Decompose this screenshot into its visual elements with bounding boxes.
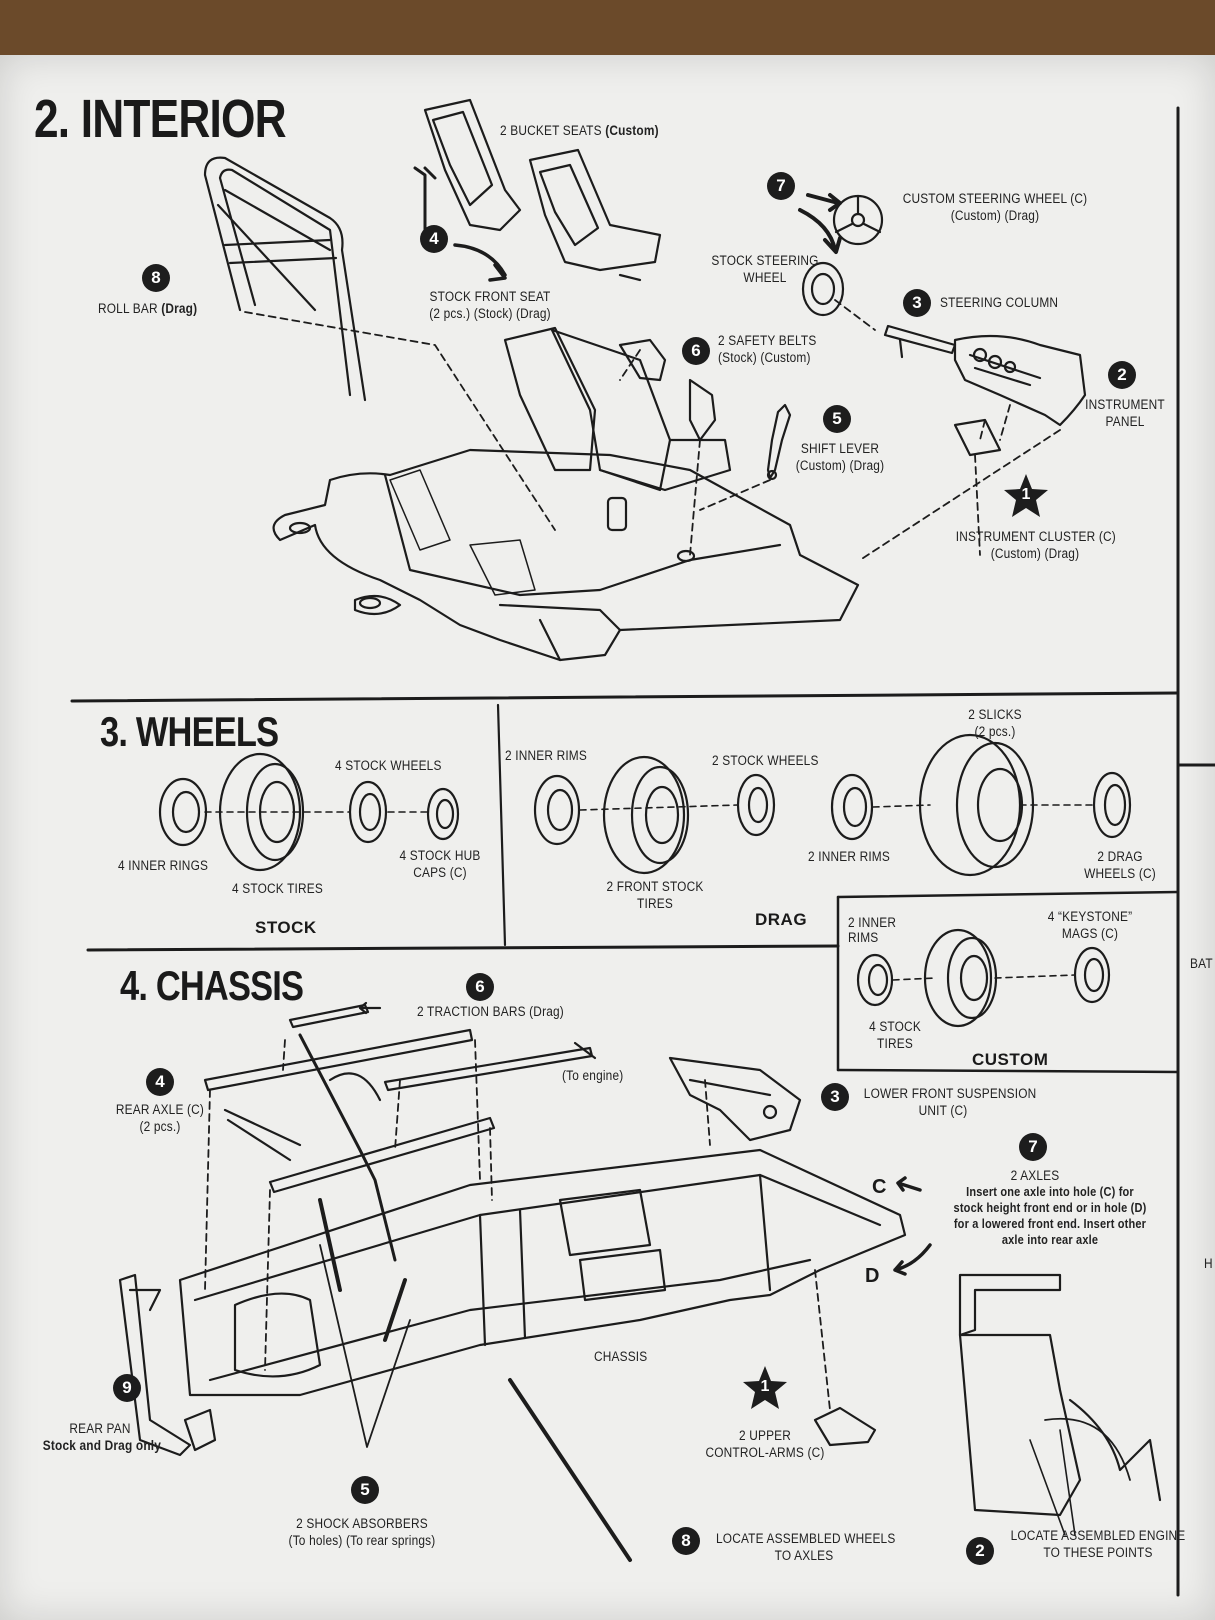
shift-lever-drawing bbox=[766, 403, 792, 481]
label-shift-lever: SHIFT LEVER(Custom) (Drag) bbox=[795, 441, 885, 473]
step-badge-shift-lever: 5 bbox=[823, 405, 851, 433]
label-stock-wheels: 4 STOCK WHEELS bbox=[335, 758, 442, 773]
label-drag-inner-rims-b: 2 INNER RIMS bbox=[808, 849, 890, 864]
steering-wheels-drawing bbox=[798, 193, 884, 317]
star-icon bbox=[1004, 474, 1048, 517]
label-inner-rings: 4 INNER RINGS bbox=[118, 858, 209, 873]
caption-custom: CUSTOM bbox=[972, 1050, 1049, 1069]
axles-instructions: Insert one axle into hole (C) for stock … bbox=[953, 1185, 1147, 1247]
label-instrument-cluster: INSTRUMENT CLUSTER (C)(Custom) (Drag) bbox=[955, 529, 1116, 561]
label-shock-absorbers: 2 SHOCK ABSORBERS(To holes) (To rear spr… bbox=[288, 1516, 436, 1548]
label-to-engine: (To engine) bbox=[562, 1068, 624, 1083]
step-badge-steering-column: 3 bbox=[903, 289, 931, 317]
step-badge-locate-engine: 2 bbox=[966, 1537, 994, 1565]
label-roll-bar: ROLL BAR (Drag) bbox=[98, 301, 198, 316]
front-seat-drawing bbox=[503, 326, 732, 492]
chassis-drawing bbox=[118, 1003, 1162, 1562]
caption-drag: DRAG bbox=[755, 910, 808, 929]
bucket-seats-drawing bbox=[413, 98, 662, 282]
section-title-interior: 2. INTERIOR bbox=[34, 89, 287, 149]
step-badge-shock-absorbers: 5 bbox=[351, 1476, 379, 1504]
label-drag-stock-wheels: 2 STOCK WHEELS bbox=[712, 753, 819, 768]
custom-wheels-drawing bbox=[856, 928, 1111, 1028]
label-custom-steering-wheel: CUSTOM STEERING WHEEL (C)(Custom) (Drag) bbox=[902, 191, 1088, 223]
caption-stock: STOCK bbox=[255, 918, 317, 937]
interior-tub-drawing bbox=[272, 448, 860, 662]
step-badge-roll-bar: 8 bbox=[142, 264, 170, 292]
roll-bar-drawing bbox=[203, 156, 367, 402]
step-badge-traction-bars: 6 bbox=[466, 973, 494, 1001]
step-badge-rear-pan: 9 bbox=[113, 1374, 141, 1402]
label-front-seat: STOCK FRONT SEAT(2 pcs.) (Stock) (Drag) bbox=[429, 289, 551, 321]
label-rear-axle: REAR AXLE (C)(2 pcs.) bbox=[115, 1102, 205, 1134]
label-slicks: 2 SLICKS(2 pcs.) bbox=[968, 707, 1022, 739]
step-badge-instrument-panel: 2 bbox=[1108, 361, 1136, 389]
label-bucket-seats: 2 BUCKET SEATS (Custom) bbox=[500, 123, 659, 138]
hole-label-c: C bbox=[872, 1176, 887, 1198]
label-steering-column: STEERING COLUMN bbox=[940, 295, 1059, 310]
edge-text-bat: BAT bbox=[1190, 956, 1213, 971]
section-title-wheels: 3. WHEELS bbox=[100, 708, 279, 755]
edge-text-h: H bbox=[1204, 1256, 1213, 1271]
hole-label-d: D bbox=[865, 1265, 880, 1287]
step-badge-safety-belts: 6 bbox=[682, 337, 710, 365]
step-badge-locate-wheels: 8 bbox=[672, 1527, 700, 1555]
section-title-chassis: 4. CHASSIS bbox=[120, 962, 304, 1009]
step-badge-rear-axle: 4 bbox=[146, 1068, 174, 1096]
safety-belts-drawing bbox=[618, 338, 717, 442]
label-traction-bars: 2 TRACTION BARS (Drag) bbox=[417, 1004, 564, 1019]
label-chassis: CHASSIS bbox=[594, 1349, 648, 1364]
label-drag-inner-rims-a: 2 INNER RIMS bbox=[505, 748, 587, 763]
step-badge-axles: 7 bbox=[1019, 1133, 1047, 1161]
step-star-upper-control-arms: 1 bbox=[742, 1365, 788, 1411]
step-badge-front-seat: 4 bbox=[420, 225, 448, 253]
steering-column-drawing bbox=[883, 324, 1087, 457]
label-safety-belts: 2 SAFETY BELTS(Stock) (Custom) bbox=[718, 333, 817, 365]
step-badge-custom-steering: 7 bbox=[767, 172, 795, 200]
label-stock-tires: 4 STOCK TIRES bbox=[232, 881, 323, 896]
label-keystone-mags: 4 “KEYSTONE”MAGS (C) bbox=[1047, 909, 1133, 941]
step-badge-lower-front-suspension: 3 bbox=[821, 1083, 849, 1111]
star-icon bbox=[743, 1366, 787, 1409]
step-star-instrument-cluster: 1 bbox=[1003, 473, 1049, 519]
label-axles-title: 2 AXLES bbox=[1010, 1168, 1060, 1183]
